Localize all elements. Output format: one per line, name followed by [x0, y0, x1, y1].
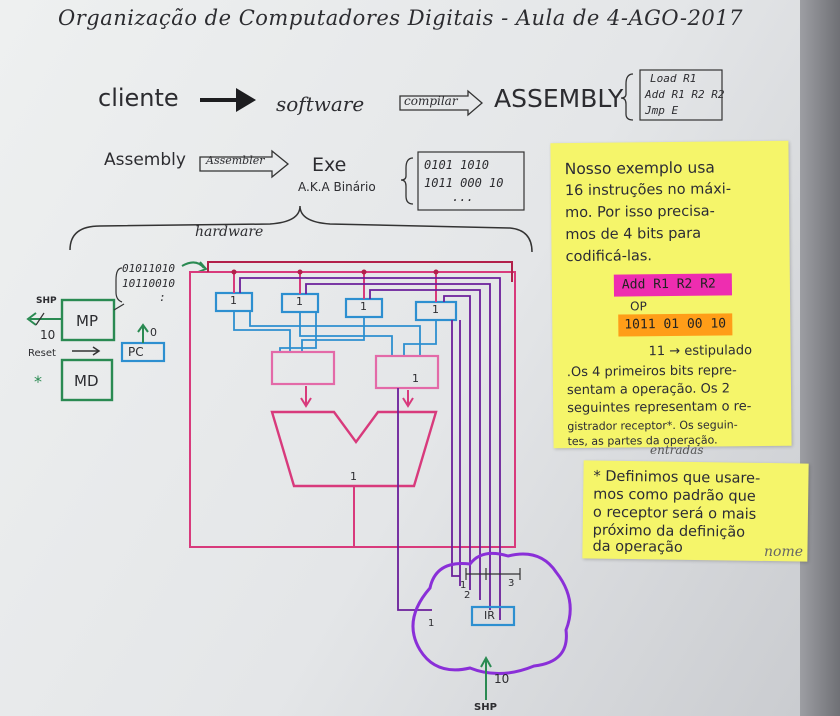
pc-box	[120, 341, 166, 363]
register-2-label: 1	[296, 295, 303, 308]
assembly-heading: ASSEMBLY	[494, 84, 624, 113]
bits-line-1: 01011010	[122, 262, 175, 275]
ir-box	[470, 605, 516, 627]
alu-shape	[270, 410, 438, 488]
desk-background	[800, 0, 840, 716]
hardware-brace	[69, 205, 533, 253]
aka-binario-label: A.K.A Binário	[298, 180, 376, 194]
bus-outer-pink	[189, 271, 516, 548]
binary-line-1: 0101 1010	[424, 158, 490, 172]
estipulado-label: 11 → estipulado	[648, 343, 753, 360]
instruction-2: Add R1 R2 R2	[645, 88, 725, 101]
page-title: Organização de Computadores Digitais - A…	[58, 6, 743, 30]
alu-label: 1	[350, 470, 357, 483]
ir-input-3-label: 3	[508, 578, 515, 589]
instruction-3: Jmp E	[645, 104, 679, 117]
note1-line-5: codificá-las.	[565, 248, 653, 266]
cliente-arrow-icon	[200, 88, 256, 112]
assembly-label: Assembly	[104, 150, 186, 170]
mux-right	[374, 354, 440, 390]
nome-label: nome	[764, 544, 804, 560]
ir-value-label: 10	[494, 672, 510, 686]
ir-shp-label: SHP	[474, 702, 497, 713]
binary-line-2: 1011 000 10	[424, 176, 504, 190]
bits-ellipsis: :	[160, 290, 165, 305]
reset-label: Reset	[28, 348, 56, 359]
compilar-label: compilar	[404, 94, 458, 108]
binary-line-3: ...	[452, 190, 474, 204]
mux-right-label: 1	[412, 372, 419, 385]
mp-value-label: 10	[40, 328, 56, 342]
pc-value-label: 0	[150, 326, 157, 339]
register-1-label: 1	[230, 294, 237, 307]
instruction-1: Load R1	[650, 72, 697, 85]
ir-cloud	[411, 551, 572, 676]
md-star: *	[34, 372, 42, 391]
ir-input-4-label: 1	[460, 580, 467, 591]
ir-input-2-label: 2	[464, 590, 471, 601]
bits-line-2: 10110010	[122, 277, 175, 290]
mp-box	[60, 298, 116, 342]
md-label: MD	[74, 372, 99, 390]
note1-line-2: 16 instruções no máxi-	[564, 181, 732, 200]
md-box	[60, 358, 114, 402]
pink-tag-text: Add R1 R2 R2	[621, 276, 716, 293]
hardware-label: hardware	[195, 224, 264, 240]
compilar-arrow-icon	[399, 89, 483, 117]
entradas-label: entradas	[650, 443, 704, 457]
mp-label: MP	[76, 312, 98, 330]
assembler-arrow-icon	[199, 149, 290, 179]
ir-label: IR	[484, 609, 495, 622]
mux-left	[270, 350, 336, 386]
sticky-note-instructions: Nosso exemplo usa 16 instruções no máxi-…	[550, 140, 792, 449]
orange-tag-text: 1011 01 00 10	[624, 316, 727, 333]
cliente-label: cliente	[98, 84, 179, 112]
exe-label: Exe	[312, 154, 347, 176]
software-label: software	[276, 92, 365, 116]
note1-line-1: Nosso exemplo usa	[564, 158, 715, 179]
shp-label-left: SHP	[36, 296, 57, 306]
note1-line-4: mos de 4 bits para	[565, 225, 702, 244]
ir-input-1-label: 1	[428, 618, 435, 629]
note1-line-3: mo. Por isso precisa-	[565, 203, 715, 222]
note2-line-5: da operação	[592, 538, 683, 556]
register-3-label: 1	[360, 300, 367, 313]
pc-label: PC	[128, 345, 144, 359]
register-4-label: 1	[432, 303, 439, 316]
